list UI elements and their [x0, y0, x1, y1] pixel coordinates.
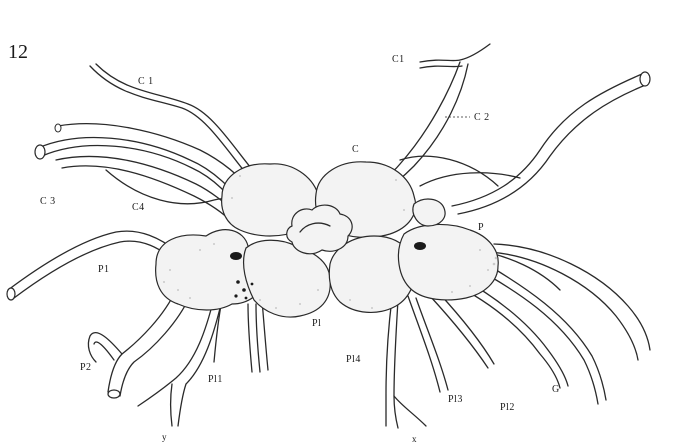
eye-spot-right: [414, 242, 426, 250]
nerve-right-upper: [452, 74, 642, 206]
label-g: G: [552, 384, 560, 395]
nerve-y: [138, 298, 214, 406]
label-c1-right: C1: [392, 54, 405, 65]
nerve-right-lower-d: [494, 244, 650, 350]
eye-spot-left: [230, 252, 242, 260]
figure-number: 12: [8, 41, 28, 63]
label-pl2: Pl2: [500, 402, 515, 413]
label-c3: C 3: [40, 196, 56, 207]
label-x: x: [412, 434, 417, 444]
nerve-pl1-b: [248, 304, 252, 372]
label-pl1: Pl1: [208, 374, 223, 385]
nerve-c-right: [420, 173, 520, 186]
label-pl: Pl: [312, 318, 321, 329]
ganglion-right-sublobe: [413, 199, 445, 226]
nerve-right-lower-c: [490, 252, 638, 360]
nerve-p2-branch: [88, 333, 122, 362]
nerve-c1-right: [420, 44, 490, 62]
nerve-p1-b: [14, 241, 176, 298]
ganglion-right-pedal: [398, 224, 498, 300]
nerve-y-c: [171, 384, 173, 426]
nerve-y-b: [178, 300, 222, 426]
label-c: C: [352, 144, 359, 155]
nerve-c3-end-b: [55, 124, 61, 132]
nerve-pl3-a: [408, 296, 440, 392]
nerve-pl2-a: [430, 296, 488, 368]
nerve-c3-e: [62, 166, 232, 222]
label-c2: C 2: [474, 112, 490, 123]
label-pl3: Pl3: [448, 394, 463, 405]
label-y: y: [162, 432, 167, 442]
nerve-x: [394, 396, 426, 426]
nerve-pl4-b: [394, 300, 398, 428]
nerve-p2-end: [108, 390, 120, 398]
nerve-pl3-b: [416, 298, 448, 390]
nerve-p2-stem-b: [120, 296, 190, 396]
nerve-p1-end: [7, 288, 15, 300]
nerve-p2-branch-b: [94, 342, 114, 360]
nerve-pl1-c: [256, 304, 260, 372]
ganglion-complex: [156, 162, 499, 317]
label-p: P: [478, 222, 484, 233]
label-p1: P1: [98, 264, 110, 275]
nerve-c3-end: [35, 145, 45, 159]
nerve-pl4-a: [386, 298, 392, 426]
nerve-right-upper-end: [640, 72, 650, 86]
nerve-c-right-b: [400, 156, 498, 186]
label-pl4: Pl4: [346, 354, 361, 365]
label-p2: P2: [80, 362, 92, 373]
label-c4: C4: [132, 202, 145, 213]
nerve-p1: [8, 231, 178, 290]
nerve-c1-right-b: [420, 66, 462, 68]
label-c1-left: C 1: [138, 76, 154, 87]
nerve-p2-stem: [108, 290, 176, 392]
